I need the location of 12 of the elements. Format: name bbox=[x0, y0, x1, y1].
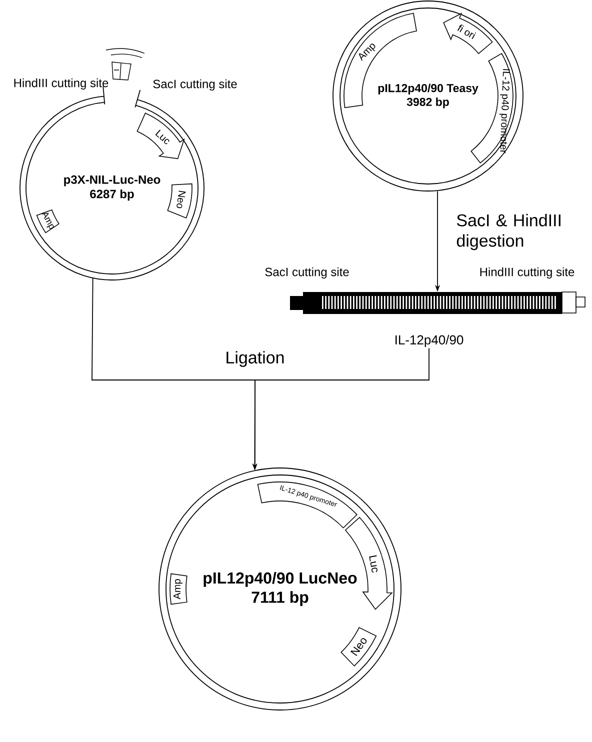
gene-feature-block: Amp bbox=[170, 573, 188, 605]
cutting-site-label: SacI cutting site bbox=[265, 267, 349, 279]
gene-feature-block: Luc bbox=[136, 112, 185, 160]
cutting-site-label: HindIII cutting site bbox=[480, 267, 574, 279]
fragment-name: IL-12p40/90 bbox=[396, 334, 464, 348]
gene-feature-block: fi ori bbox=[443, 13, 493, 54]
edge-label: Ligation bbox=[226, 351, 284, 367]
dna-fragment-drawing bbox=[290, 292, 586, 314]
gene-feature-block: Neo bbox=[340, 627, 377, 666]
edge-label: SacI & HindIII digestion bbox=[456, 214, 560, 250]
gene-feature-block: Amp bbox=[36, 209, 60, 234]
gene-feature-block: Neo bbox=[167, 183, 192, 218]
